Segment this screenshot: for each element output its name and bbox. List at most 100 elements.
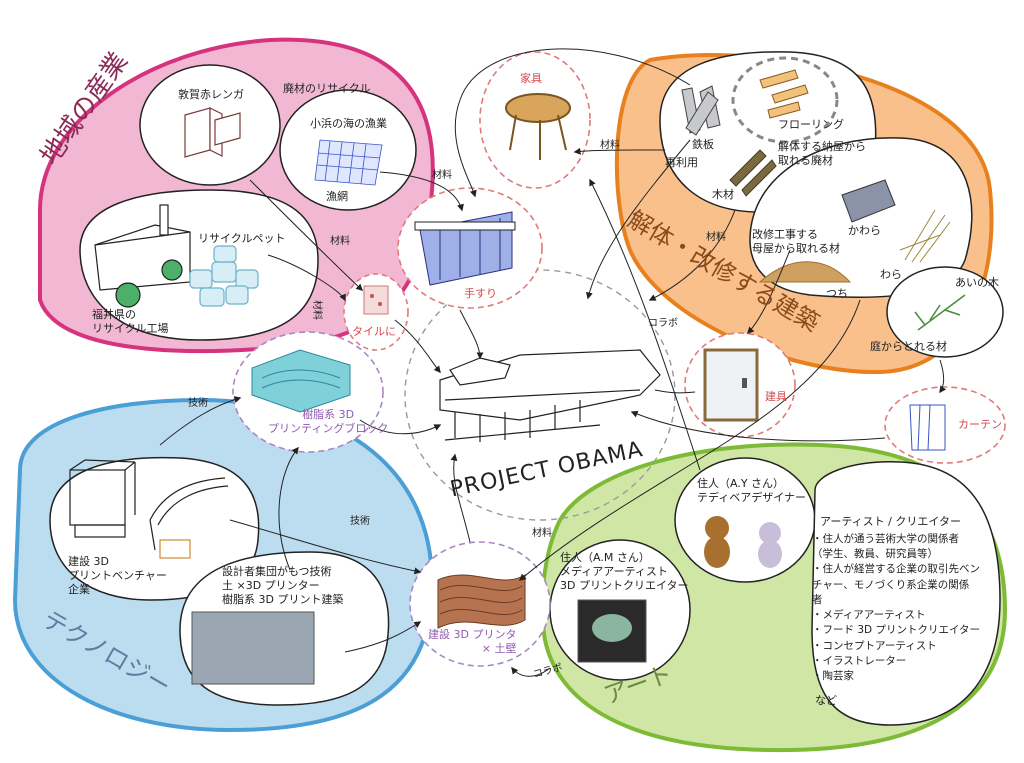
label-garden-material: 庭からとれる材: [870, 340, 947, 353]
label-reuse: 再利用: [665, 156, 698, 169]
edge-resin-to-center: [359, 419, 442, 435]
label-fishery: 小浜の海の漁業: [310, 117, 387, 130]
edge-venture-to-resin: [159, 396, 242, 446]
artists-item: 者: [812, 593, 823, 606]
teddy-bear-illustration: [704, 516, 782, 568]
edge-label-material: 材料: [706, 232, 726, 243]
artists-bubble: [811, 461, 1001, 726]
edge-label-material: 材料: [311, 300, 322, 320]
flooring-illustration: [759, 69, 809, 119]
label-brick: 敦賀赤レンガ: [178, 88, 244, 101]
label-resident-ay: 住人（A.Y さん） テディベアデザイナー: [697, 477, 807, 504]
recycle-pet-illustration: [189, 245, 259, 307]
label-resident-am: 住人（A.M さん） メディアアーティスト 3D プリントクリエイター: [560, 551, 689, 592]
house-illustration: [439, 349, 661, 442]
edge-label-material: 材料: [432, 170, 452, 181]
edge-label-material: 材料: [600, 140, 620, 151]
artists-item: （学生、教員、研究員等）: [812, 548, 938, 561]
designer-photo: [191, 611, 315, 685]
label-wood: 木材: [712, 188, 734, 201]
edge-tile-to-center: [394, 319, 441, 374]
edge-label-material: 材料: [532, 528, 552, 539]
label-designer-tech: 設計者集団がもつ技術 土 ×3D プリンター 樹脂系 3D プリント建築: [222, 565, 344, 606]
edge-curtain-to-center: [630, 410, 886, 442]
edge-am-to-printer: [511, 666, 551, 677]
edge-flooring-to-handrail: [454, 48, 691, 198]
edge-label-material: 材料: [330, 236, 350, 247]
factory-bubble: [79, 189, 319, 341]
label-handrail: 手すり: [464, 287, 497, 300]
artists-item: ・フード 3D プリントクリエイター: [812, 624, 981, 637]
soil-illustration: [758, 261, 852, 283]
label-waste-recycle: 廃材のリサイクル: [283, 82, 371, 95]
edge-pet-to-tile: [267, 254, 346, 302]
edge-fishnet-to-handrail: [379, 171, 464, 212]
label-roof-tile: かわら: [848, 224, 881, 237]
edge-steel-to-center: [585, 139, 691, 300]
brick-illustration: [184, 107, 241, 158]
edge-door-to-center: [654, 389, 696, 394]
artists-list: ・住人が通う芸術大学の関係者 （学生、教員、研究員等） ・住人が経営する企業の取…: [812, 532, 980, 684]
edge-label-tech: 技術: [188, 398, 208, 409]
printer-machine-illustration: [69, 459, 136, 538]
label-renovation: 改修工事する 母屋から取れる材: [752, 228, 840, 255]
edge-label-collab: コラボ: [648, 318, 678, 329]
tile-illustration: [363, 285, 389, 315]
media-art-glow: [592, 614, 632, 642]
label-fishnet: 漁網: [326, 190, 348, 203]
stool-illustration: [505, 93, 571, 160]
edge-printer-to-center: [450, 453, 471, 543]
edge-wood-to-printer: [518, 299, 861, 581]
earth-wall-illustration: [437, 574, 526, 629]
label-etc: など: [815, 694, 837, 707]
label-steel: 鉄板: [692, 138, 714, 151]
label-flooring: フローリング: [778, 118, 844, 131]
edge-renov-to-door: [747, 249, 791, 335]
factory-illustration: [94, 204, 191, 308]
garden-bubble: [886, 266, 1004, 358]
wood-illustration: [729, 149, 777, 197]
label-resin-block: 樹脂系 3D プリンティングブロック: [268, 408, 389, 435]
label-straw: わら: [880, 268, 902, 281]
label-tile: タイルに: [352, 325, 396, 338]
label-aino-tree: あいの木: [955, 276, 999, 289]
label-recycle-pet: リサイクルペット: [198, 232, 286, 245]
edge-garden-to-curtain: [939, 359, 947, 394]
handrail-illustration: [414, 211, 516, 286]
edge-steel-to-furniture: [573, 147, 666, 155]
steel-illustration: [681, 85, 721, 136]
fishnet-illustration: [314, 139, 383, 186]
edge-ay-to-furniture: [589, 178, 701, 471]
edge-wood-to-center: [648, 209, 736, 301]
artists-item: ・メディアアーティスト: [812, 609, 926, 622]
label-printer-wall: 建設 3D プリンタ × 土壁: [428, 628, 517, 655]
flooring-dashed-ring: [731, 56, 839, 144]
label-factory: 福井県の リサイクル工場: [92, 308, 169, 335]
curtain-illustration: [909, 404, 946, 451]
connectors: [159, 48, 947, 677]
artists-item: チャー、モノづくり系企業の関係: [812, 578, 970, 591]
label-curtain: カーテン: [958, 418, 1002, 431]
artists-item: ・陶芸家: [812, 669, 854, 682]
plant-illustration: [914, 294, 966, 331]
edge-handrail-to-center: [459, 309, 484, 360]
robot-arm-illustration: [149, 477, 229, 559]
venture-bubble: [49, 456, 260, 601]
straw-illustration: [899, 209, 951, 263]
label-artists-head: アーティスト / クリエイター: [820, 515, 961, 528]
edge-designer-to-printer: [344, 621, 422, 653]
edge-label-tech: 技術: [350, 516, 370, 527]
resin-block-illustration: [251, 349, 351, 413]
edge-designer-to-resin: [278, 446, 299, 571]
label-venture: 建設 3D プリントベンチャー 企業: [68, 555, 167, 596]
edge-venture-to-printer: [229, 519, 422, 575]
label-furniture: 家具: [520, 72, 542, 85]
label-dismantle-waste: 解体する納屋から 取れる廃材: [778, 140, 866, 167]
door-illustration: [703, 348, 759, 422]
label-soil: つち: [826, 287, 848, 300]
edge-brick-to-tile: [249, 179, 364, 291]
artists-item: ・住人が経営する企業の取引先ベン: [812, 563, 980, 576]
artists-item: ・コンセプトアーティスト: [812, 639, 937, 652]
